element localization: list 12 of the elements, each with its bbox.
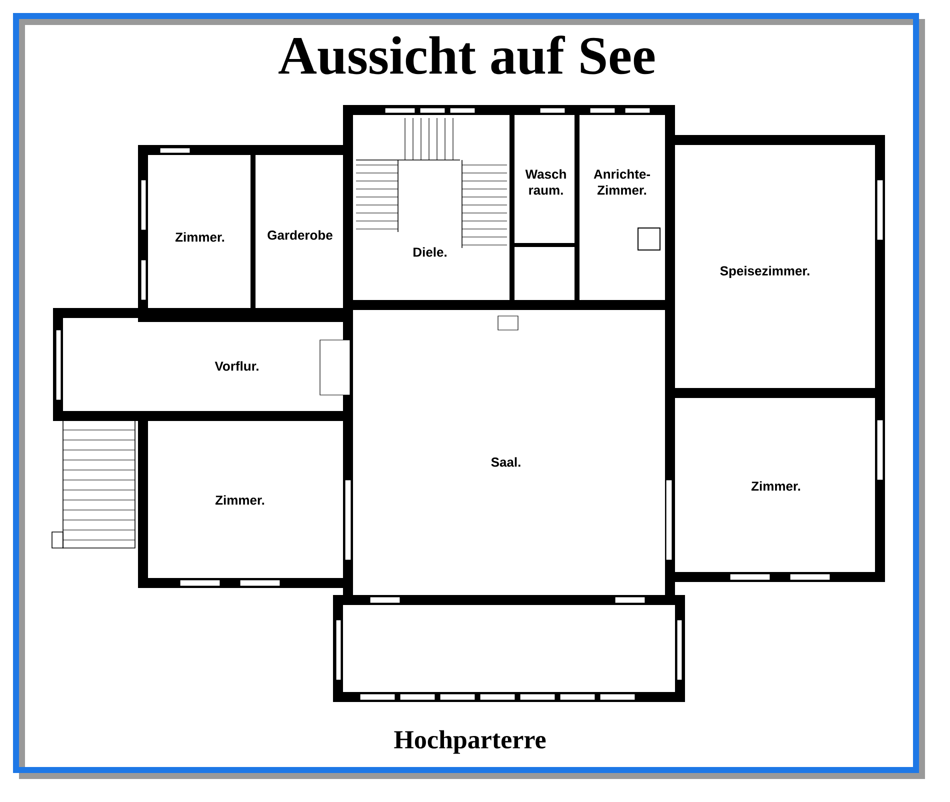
room-label: Zimmer.: [751, 481, 800, 491]
room-label: Anrichte-Zimmer.: [594, 169, 650, 195]
caption: Hochparterre: [394, 730, 546, 754]
room-label: Garderobe: [268, 230, 332, 240]
room-label: Diele.: [414, 247, 446, 257]
room-label: Vorflur.: [214, 361, 258, 371]
room-label: Zimmer.: [175, 232, 224, 242]
room-label: Wasch raum.: [525, 169, 566, 195]
title: Aussicht auf See: [278, 36, 655, 74]
room-label: Zimmer.: [215, 495, 264, 505]
room-label: Speisezimmer.: [720, 266, 810, 278]
room-label: Saal.: [491, 457, 520, 467]
